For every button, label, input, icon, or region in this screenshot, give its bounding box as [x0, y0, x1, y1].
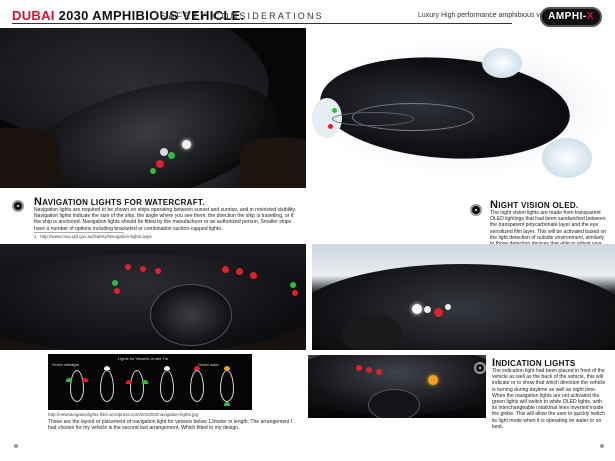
- boat-diagram: [130, 370, 144, 402]
- page-title: DUBAI 2030 AMPHIBIOUS VEHICLE.: [12, 8, 244, 23]
- vehicle-rear-photo: [0, 244, 306, 350]
- diagram-label-right: Green sidel.: [198, 362, 220, 367]
- diagram-source-link[interactable]: http://newnavigationlights.files.wordpre…: [48, 412, 199, 417]
- boat-diagram: [100, 370, 114, 402]
- vehicle-side-photo: [312, 244, 615, 350]
- decor-dot: [600, 444, 604, 448]
- nav-lights-paragraph: Navigation lights are required to be sho…: [34, 207, 297, 232]
- vehicle-nose-photo: [0, 28, 306, 188]
- nav-light-white: [160, 148, 168, 156]
- boat-diagram: [220, 370, 234, 402]
- indication-paragraph: The indication light had been placed in …: [492, 368, 606, 430]
- page-subtitle: SAFETY CONSIDERATIONS: [160, 11, 324, 21]
- title-brand: DUBAI: [12, 8, 55, 23]
- nav-lights-footnote: 1 http://www.msa.qld.gov.au/Safety/Navig…: [34, 234, 152, 239]
- section-bullet-icon: [470, 204, 482, 216]
- nav-light-red: [156, 160, 164, 168]
- section-bullet-icon: [474, 362, 486, 374]
- nav-light-layout-diagram: Lights for Vessels Under 7m Green sideli…: [48, 354, 252, 410]
- indication-lights-photo: [308, 355, 486, 418]
- boat-diagram: [70, 370, 84, 402]
- section-bullet-icon: [12, 200, 24, 212]
- diagram-caption: These are the layout or placement of nav…: [48, 419, 293, 432]
- page-tagline: Luxury High performance amphibious vehic…: [418, 12, 561, 19]
- diagram-label-left: Green sidelight: [52, 362, 79, 367]
- indication-heading: INDICATION LIGHTS: [492, 357, 576, 369]
- night-vision-heading: NIGHT VISION OLED.: [490, 199, 579, 211]
- nav-light-green: [168, 152, 175, 159]
- decor-dot: [14, 444, 18, 448]
- header-rule: [12, 23, 512, 24]
- footnote-link[interactable]: http://www.msa.qld.gov.au/Safety/Navigat…: [40, 234, 152, 239]
- vehicle-top-view-photo: [312, 28, 615, 198]
- amphix-logo: AMPHI-X: [540, 7, 602, 27]
- boat-diagram: [160, 370, 174, 402]
- diagram-title: Lights for Vessels Under 7m: [118, 356, 169, 361]
- boat-diagram: [190, 370, 204, 402]
- nav-lights-heading: NAVIGATION LIGHTS FOR WATERCRAFT.: [34, 196, 205, 208]
- title-main: 2030 AMPHIBIOUS VEHICLE.: [58, 8, 245, 23]
